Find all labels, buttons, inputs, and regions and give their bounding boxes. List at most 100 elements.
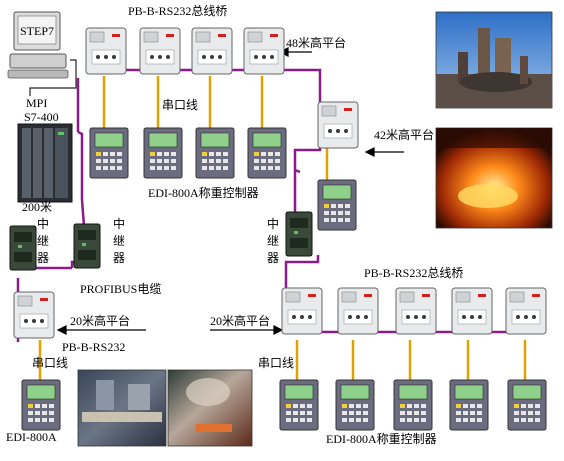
controller-key (300, 418, 305, 422)
controller-key (96, 159, 101, 163)
controller-key (49, 404, 54, 408)
weighing-controller (317, 179, 357, 231)
platform-20-right-label: 20米高平台 (210, 314, 271, 328)
controller-key (223, 166, 228, 170)
controller-key (463, 411, 468, 415)
repeater-device (9, 225, 37, 271)
controller-display (252, 132, 282, 148)
mpi-label: MPI (26, 96, 48, 110)
weighing-controller (335, 379, 375, 431)
bridge-led (328, 129, 332, 133)
controller-key (528, 404, 533, 408)
controller-key (521, 418, 526, 422)
controller-key (414, 418, 419, 422)
controller-key (331, 211, 336, 215)
weighing-controller (393, 379, 433, 431)
plc-module (33, 128, 42, 198)
bridge-logo (40, 298, 48, 301)
weighing-controller (279, 379, 319, 431)
arrow-42m-head (364, 147, 375, 157)
controller-key (349, 411, 354, 415)
controller-key (363, 411, 368, 415)
molten-steel-photo (435, 127, 553, 229)
s7-400-label: S7-400 (24, 110, 59, 124)
bus-bridge (191, 27, 233, 75)
controller-key (293, 411, 298, 415)
bridge-led (40, 319, 44, 323)
bridge-led (308, 315, 312, 319)
bus-bridge (139, 27, 181, 75)
platform-42-label: 42米高平台 (374, 128, 435, 142)
bridge-led (348, 315, 352, 319)
controller-key (293, 404, 298, 408)
step7-label: STEP7 (20, 24, 55, 38)
bridge-connector (321, 105, 337, 117)
controller-key (521, 404, 526, 408)
controller-key (463, 404, 468, 408)
bus-bridge (85, 27, 127, 75)
serial-line-left-label: 串口线 (32, 356, 69, 370)
controller-key (456, 418, 461, 422)
controller-key (150, 152, 155, 156)
controller-key (202, 166, 207, 170)
controller-key (470, 404, 475, 408)
controller-key (324, 204, 329, 208)
repeaters (9, 211, 313, 271)
serial-line-right-label: 串口线 (258, 356, 295, 370)
bridge-logo (112, 34, 120, 37)
controller-key (110, 152, 115, 156)
weighing-controller (507, 379, 547, 431)
controller-key (223, 152, 228, 156)
s7-400-plc (17, 123, 73, 203)
bridge-bottom-left-label: PB-B-RS232 (62, 340, 126, 354)
controller-key (342, 411, 347, 415)
controller-key (28, 404, 33, 408)
bridge-led (470, 315, 474, 319)
controller-top-label: EDI-800A称重控制器 (148, 186, 259, 200)
top-bridge-label: PB-B-RS232总线桥 (128, 4, 228, 18)
controller-key (470, 418, 475, 422)
controller-key (356, 411, 361, 415)
bus-bridges (13, 27, 547, 339)
bridge-logo (218, 34, 226, 37)
controller-key (35, 411, 40, 415)
controller-key (171, 166, 176, 170)
keyboard (7, 69, 69, 79)
controller-key (216, 159, 221, 163)
controller-key (164, 152, 169, 156)
profibus-segment (80, 199, 86, 227)
computer-base (9, 53, 67, 69)
bridge-logo (270, 34, 278, 37)
controller-key (463, 418, 468, 422)
controller-key (331, 218, 336, 222)
bridge-led (254, 55, 258, 59)
controller-key (117, 166, 122, 170)
weighing-controller (89, 127, 129, 179)
bridge-logo (166, 34, 174, 37)
weighing-controller (195, 127, 235, 179)
repeater-port (290, 238, 308, 248)
controller-key (164, 159, 169, 163)
controller-key (528, 418, 533, 422)
repeater-led (294, 231, 298, 234)
controller-key (171, 152, 176, 156)
controller-key (49, 418, 54, 422)
controller-key (42, 418, 47, 422)
controller-key (421, 418, 426, 422)
controller-key (117, 159, 122, 163)
bridge-led (364, 315, 368, 319)
monitor-screen (17, 15, 57, 45)
controller-display (26, 384, 56, 400)
controller-key (275, 152, 280, 156)
controller-key (400, 404, 405, 408)
bridge-logo (478, 294, 486, 297)
platform-20-left-label: 20米高平台 (70, 314, 131, 328)
controller-key (254, 152, 259, 156)
bridge-led (532, 315, 536, 319)
controller-key (407, 404, 412, 408)
bridge-connector (17, 295, 33, 307)
controller-display (200, 132, 230, 148)
controller-key (514, 418, 519, 422)
bridge-led (32, 319, 36, 323)
bridge-led (24, 319, 28, 323)
